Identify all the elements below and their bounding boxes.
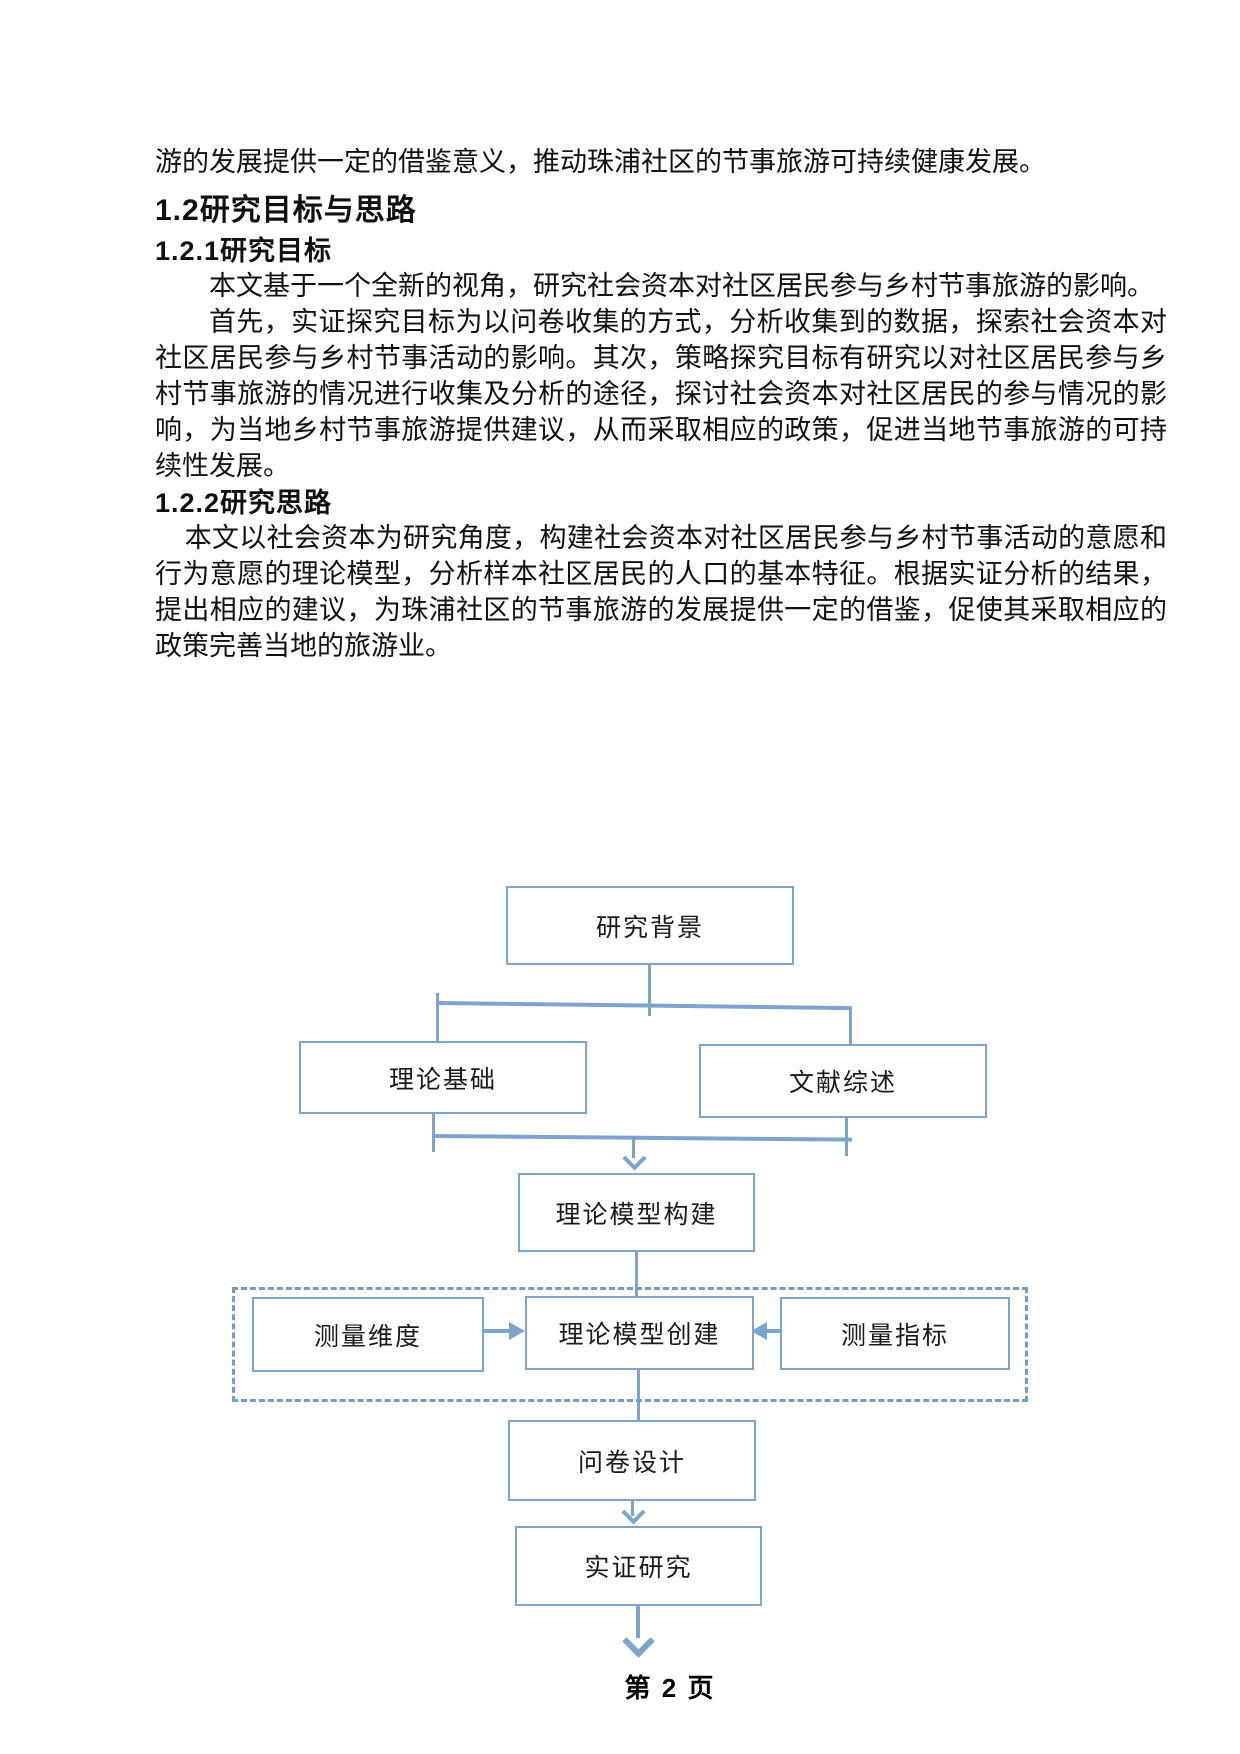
connector-creation-to-questionnaire	[637, 1370, 640, 1420]
connector-drop-to-theory	[436, 1004, 439, 1042]
connector-branch1-horizontal	[436, 1001, 852, 1011]
connector-empirical-down	[636, 1606, 640, 1638]
connector-drop-to-literature	[849, 1007, 852, 1045]
flow-node-empirical-research: 实证研究	[515, 1526, 762, 1606]
flow-node-label: 测量维度	[313, 1323, 422, 1351]
flow-node-label: 理论基础	[388, 1066, 497, 1094]
arrowhead-down-to-model-construction	[622, 1146, 647, 1171]
flow-node-label: 问卷设计	[577, 1449, 686, 1477]
page-number: 第 2 页	[624, 1673, 716, 1703]
flow-node-label: 实证研究	[584, 1555, 693, 1582]
flow-node-label: 理论模型构建	[555, 1201, 718, 1229]
connector-branch2-horizontal	[432, 1134, 853, 1142]
flow-node-label: 研究背景	[595, 914, 704, 942]
paragraph-idea: 本文以社会资本为研究角度，构建社会资本对社区居民参与乡村节事活动的意愿和行为意愿…	[155, 523, 1167, 661]
flow-node-theoretical-model-construction: 理论模型构建	[518, 1173, 755, 1252]
connector-background-down	[648, 965, 651, 1016]
flow-node-theoretical-model-creation: 理论模型创建	[525, 1296, 754, 1370]
connector-construction-to-creation	[635, 1252, 638, 1307]
flow-node-label: 文献综述	[788, 1070, 897, 1097]
flow-node-measurement-indicator: 测量指标	[780, 1297, 1010, 1370]
connector-indicator-stem	[767, 1329, 781, 1333]
flow-node-label: 理论模型创建	[558, 1322, 721, 1349]
connector-theory-down	[432, 1114, 435, 1152]
paragraph-goal-1: 本文基于一个全新的视角，研究社会资本对社区居民参与乡村节事旅游的影响。	[209, 271, 1154, 301]
heading-1-2-1: 1.2.1研究目标	[155, 236, 333, 266]
arrowhead-right-dimension	[509, 1322, 525, 1340]
flow-node-measurement-dimension: 测量维度	[252, 1297, 484, 1372]
flow-node-literature-review: 文献综述	[699, 1044, 987, 1118]
heading-1-2-2: 1.2.2研究思路	[155, 488, 333, 518]
heading-1-2: 1.2研究目标与思路	[155, 194, 417, 227]
text-block: 游的发展提供一定的借鉴意义，推动珠浦社区的节事旅游可持续健康发展。 1.2研究目…	[155, 144, 1167, 664]
dashed-measurement-group	[232, 1287, 1028, 1402]
arrowhead-down-page-end	[622, 1625, 655, 1658]
flow-node-label: 测量指标	[840, 1322, 949, 1350]
flow-node-questionnaire-design: 问卷设计	[508, 1420, 756, 1501]
paragraph-goal-2: 首先，实证探究目标为以问卷收集的方式，分析收集到的数据，探索社会资本对社区居民参…	[155, 307, 1167, 481]
connector-dimension-stem	[484, 1329, 512, 1333]
connector-merge-down	[632, 1138, 635, 1158]
arrowhead-left-indicator	[751, 1322, 767, 1340]
connector-questionnaire-down	[631, 1501, 634, 1516]
flow-node-theoretical-basis: 理论基础	[299, 1041, 587, 1114]
arrowhead-down-to-empirical	[621, 1500, 646, 1525]
flow-node-research-background: 研究背景	[506, 886, 794, 965]
intro-line: 游的发展提供一定的借鉴意义，推动珠浦社区的节事旅游可持续健康发展。	[155, 147, 1046, 177]
